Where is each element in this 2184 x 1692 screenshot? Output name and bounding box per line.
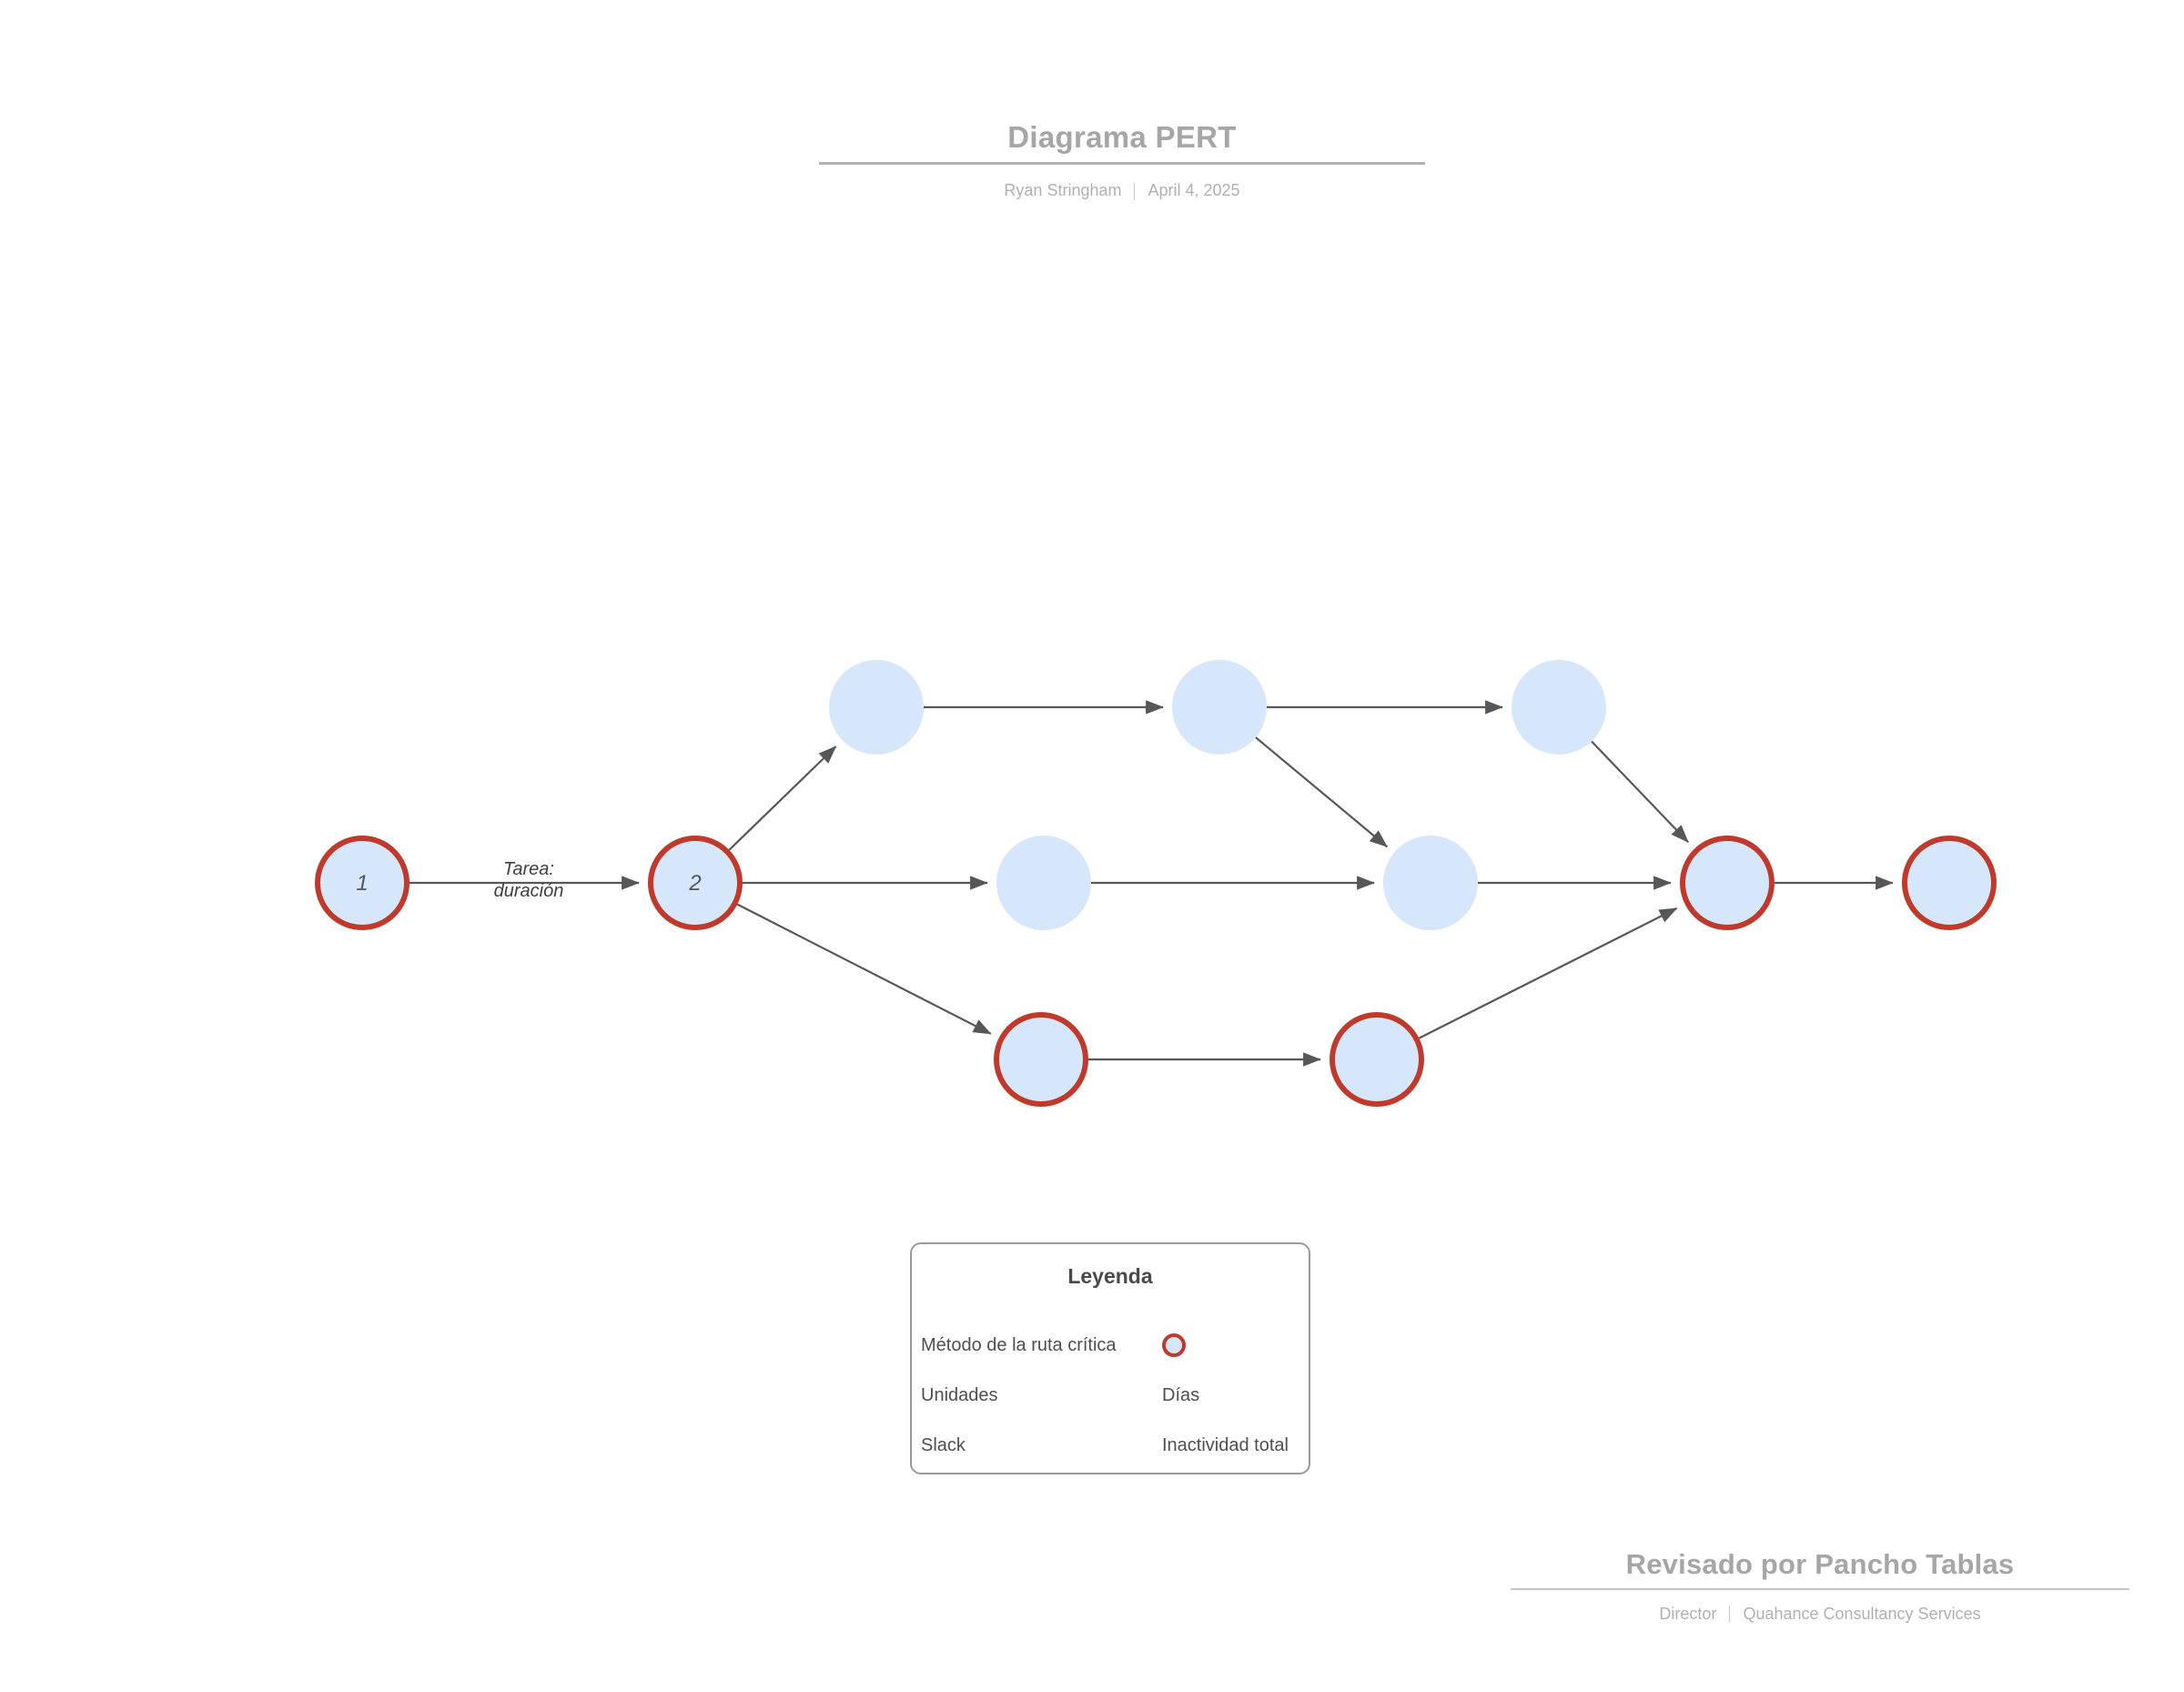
pert-node-n11[interactable] xyxy=(1330,1012,1424,1107)
legend-key-critical-path: Método de la ruta crítica xyxy=(921,1334,1117,1355)
legend-title: Leyenda xyxy=(1067,1264,1153,1288)
header-date: April 4, 2025 xyxy=(1148,181,1240,200)
footer-divider-rule xyxy=(1511,1587,2129,1590)
pert-node-n6[interactable] xyxy=(996,836,1091,930)
footer-subtitle: Director Quahance Consultancy Services xyxy=(1511,1605,2129,1625)
footer-title: Revisado por Pancho Tablas xyxy=(1625,1548,2015,1580)
critical-node-circle-icon xyxy=(1162,1332,1186,1357)
edge-n11-n8 xyxy=(1418,907,1678,1039)
edge-n5-n8 xyxy=(1591,740,1689,844)
footer-role: Director xyxy=(1659,1604,1717,1623)
critical-node-circle xyxy=(994,1012,1088,1107)
header-separator-icon xyxy=(1134,182,1136,200)
pert-node-n8[interactable] xyxy=(1680,836,1774,930)
pert-node-n9[interactable] xyxy=(1902,836,1997,930)
pert-node-n1[interactable]: 1 xyxy=(315,836,410,930)
critical-node-circle xyxy=(1902,836,1997,930)
page-title: Diagrama PERT xyxy=(1007,120,1237,154)
page-footer: Revisado por Pancho Tablas Director Quah… xyxy=(1511,1547,2129,1624)
legend-row-slack: Slack Inactividad total xyxy=(921,1420,1294,1470)
critical-node-circle xyxy=(1680,836,1774,930)
edge-n4-n7 xyxy=(1255,736,1389,848)
pert-node-n10[interactable] xyxy=(994,1012,1088,1107)
edge-label-layer: Tarea:duración xyxy=(494,859,564,901)
node-label-n2: 2 xyxy=(688,871,701,896)
critical-node-circle xyxy=(1330,1012,1424,1107)
edge-n2-n3 xyxy=(728,745,837,851)
edge-label-n1-n2: Tarea:duración xyxy=(494,859,564,901)
header-divider-rule xyxy=(819,162,1425,166)
legend-rows: Método de la ruta crítica Unidades Días … xyxy=(912,1320,1309,1470)
legend-panel: Leyenda Método de la ruta crítica Unidad… xyxy=(910,1242,1310,1474)
node-circle xyxy=(1512,660,1606,755)
legend-row-units: Unidades Días xyxy=(921,1370,1294,1420)
pert-node-n4[interactable] xyxy=(1172,660,1267,755)
node-circle xyxy=(829,660,924,755)
edge-layer xyxy=(410,700,1894,1067)
node-circle xyxy=(1383,836,1478,930)
pert-node-n2[interactable]: 2 xyxy=(648,836,743,930)
critical-node-circle xyxy=(315,836,410,930)
legend-key-units: Unidades xyxy=(921,1384,998,1405)
node-circle xyxy=(996,836,1091,930)
edge-n2-n10 xyxy=(736,903,992,1035)
legend-row-critical-path: Método de la ruta crítica xyxy=(921,1320,1294,1370)
legend-value-units: Días xyxy=(1162,1384,1200,1405)
critical-node-circle xyxy=(648,836,743,930)
node-label-n1: 1 xyxy=(356,871,368,896)
header-author: Ryan Stringham xyxy=(1004,181,1122,200)
page-header: Diagrama PERT Ryan Stringham April 4, 20… xyxy=(819,118,1425,201)
header-subtitle: Ryan Stringham April 4, 2025 xyxy=(819,181,1425,201)
node-circle xyxy=(1172,660,1267,755)
legend-key-slack: Slack xyxy=(921,1434,966,1455)
footer-company: Quahance Consultancy Services xyxy=(1743,1604,1981,1623)
legend-value-slack: Inactividad total xyxy=(1162,1434,1289,1455)
pert-node-n3[interactable] xyxy=(829,660,924,755)
pert-node-n5[interactable] xyxy=(1512,660,1606,755)
footer-separator-icon xyxy=(1729,1606,1731,1624)
pert-node-n7[interactable] xyxy=(1383,836,1478,930)
